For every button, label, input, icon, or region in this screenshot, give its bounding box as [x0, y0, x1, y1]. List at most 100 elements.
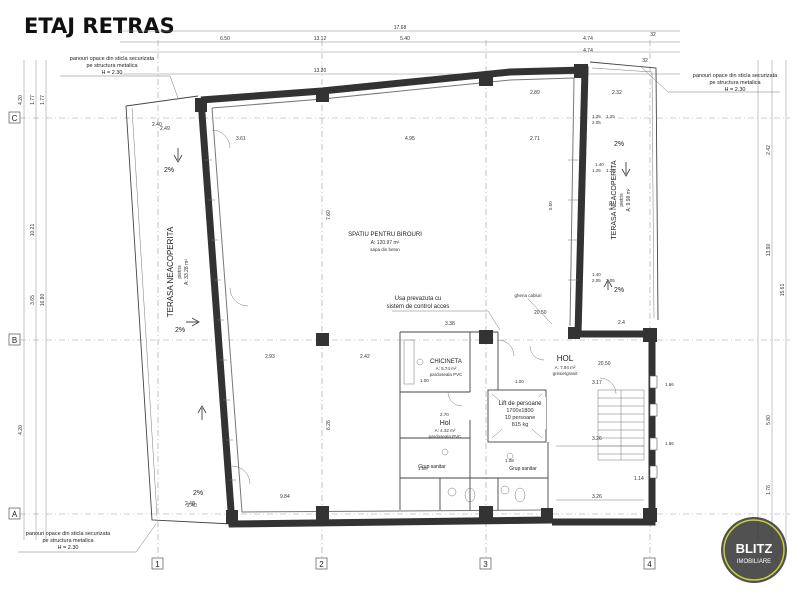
- room-area: A: 33.28 m²: [184, 259, 190, 285]
- dim-text: 1.40: [595, 162, 604, 167]
- dim-text: 1.77: [40, 95, 46, 105]
- dim-text: 32: [650, 32, 656, 38]
- room-finish: pardoseala PVC: [429, 434, 463, 439]
- room-name: SPATIU PENTRU BIROURI: [348, 232, 422, 238]
- dim-text: 1.66: [665, 382, 674, 387]
- room-hall-big: HOL A: 7.94 m² gresie/granit: [553, 354, 579, 376]
- slope-arrow-icon: [173, 148, 183, 163]
- dim-text: 32: [642, 58, 648, 64]
- staircase: [556, 389, 645, 501]
- dimension-texts-side: 4.20 3.65 4.20 16.80 10.21 15.61 2.42 5.…: [18, 95, 786, 507]
- room-name: Hol: [440, 420, 451, 427]
- room-kitchen: CHICINETA A: 5.74 m² pardoseala PVC: [430, 359, 464, 377]
- dim-text: 2.42: [766, 145, 772, 155]
- dim-text: 20.50: [598, 361, 611, 367]
- structural-columns: [195, 64, 657, 524]
- annotation-ghena: ghena cabluri: [514, 293, 553, 325]
- dim-text: 1.25: [592, 168, 601, 173]
- slope-label: 2%: [614, 141, 624, 148]
- room-hall-small: Hol A: 4.32 m² pardoseala PVC: [429, 420, 463, 439]
- dim-text: 2.05: [592, 120, 601, 125]
- room-name: Grup sanitar: [509, 466, 537, 472]
- facade-windows: [205, 159, 578, 481]
- annotation-panel-top-left: panouri opace din sticla securizata pe s…: [60, 56, 179, 99]
- slope-label: 2%: [614, 287, 624, 294]
- annotation-access-control: Usa prevazuta cu sistem de control acces: [387, 296, 501, 331]
- elevator-capacity: 10 persoane: [505, 415, 536, 421]
- dim-text: 2.32: [612, 90, 622, 96]
- slope-arrow-icon: [603, 279, 613, 290]
- axis-row-c: C: [12, 114, 18, 123]
- dim-text: 4.20: [18, 95, 24, 105]
- room-finish: sapa din beton: [370, 247, 400, 252]
- annotation-panel-bottom-left: panouri opace din sticla securizata pe s…: [18, 523, 157, 553]
- dimension-lines: [23, 30, 787, 540]
- dim-text: 3.26: [592, 436, 602, 442]
- sanitary-fixtures: [403, 339, 526, 503]
- dim-text: 3.61: [236, 136, 246, 142]
- dim-text: 2.48: [185, 501, 195, 507]
- room-area: A: 120.97 m²: [371, 240, 400, 246]
- annotation-panel-top-right: panouri opace din sticla securizata pe s…: [639, 65, 780, 93]
- elevator-size: 1700x1800: [506, 408, 533, 414]
- doors: [211, 129, 617, 485]
- dimension-texts-top: 17.68 13.12 13.20 6.50 5.40 4.74 4.74 32…: [220, 25, 656, 74]
- dim-text: 1.00: [515, 379, 524, 384]
- room-office: SPATIU PENTRU BIROURI A: 120.97 m² sapa …: [348, 232, 422, 252]
- plan-title: ETAJ RETRAS: [24, 14, 175, 38]
- dim-text: 6.26: [326, 420, 332, 430]
- dim-text: 2.05: [606, 278, 615, 283]
- dim-text: 3.65: [30, 295, 36, 305]
- terrace-outline: [125, 61, 659, 525]
- elevator-load: 815 kg: [512, 422, 529, 428]
- dim-text: 1.08: [505, 458, 514, 463]
- dim-text: 5.80: [766, 415, 772, 425]
- room-finish: pardoseala PVC: [430, 372, 464, 377]
- room-area: A: 5.74 m²: [436, 366, 457, 371]
- room-name: Lift de persoane: [498, 401, 542, 407]
- dim-text: 1.25: [606, 114, 615, 119]
- inner-dimensions: 3.61 4.95 2.71 2.89 2.32 2.93 2.42 3.38 …: [152, 90, 674, 509]
- dim-text: 3.17: [592, 380, 602, 386]
- axis-row-b: B: [12, 336, 17, 345]
- room-finish: pietris: [619, 193, 625, 207]
- axis-col-1: 1: [155, 560, 160, 569]
- dim-text: 1.08: [418, 466, 427, 471]
- dim-text: 1.14: [634, 476, 644, 482]
- slope-arrow-icon: [621, 162, 631, 177]
- dim-text: 6.50: [220, 36, 230, 42]
- annotation-line: pe structura metalica: [709, 80, 761, 86]
- dim-text: 17.68: [394, 25, 407, 31]
- axis-col-3: 3: [483, 560, 488, 569]
- axis-row-a: A: [12, 510, 18, 519]
- slope-label: 2%: [193, 490, 203, 497]
- dim-text: 1.77: [30, 95, 36, 105]
- dim-text: 3.38: [445, 321, 455, 327]
- dim-text: 2.40: [152, 122, 162, 128]
- room-finish: gresie/granit: [553, 371, 579, 376]
- axis-col-4: 4: [647, 560, 652, 569]
- logo-sub: IMOBILIARE: [737, 559, 771, 565]
- dim-text: 6.30: [608, 201, 613, 210]
- annotation-line: sistem de control acces: [387, 304, 450, 310]
- blitz-logo: BLITZ IMOBILIARE: [721, 517, 787, 583]
- room-name: HOL: [557, 354, 574, 363]
- dim-text: 2.49: [160, 126, 170, 132]
- dim-text: 2.93: [265, 354, 275, 360]
- dim-text: 1.00: [420, 378, 429, 383]
- dim-text: 1.25: [606, 168, 615, 173]
- dim-text: 9.84: [280, 494, 290, 500]
- room-finish: pietris: [177, 265, 183, 279]
- room-elevator: Lift de persoane 1700x1800 10 persoane 8…: [498, 397, 546, 429]
- room-name: TERASA NEACOPERITA: [611, 160, 618, 240]
- annotation-text: ghena cabluri: [514, 293, 541, 298]
- dim-text: 1.76: [766, 485, 772, 495]
- dim-text: 5.40: [400, 36, 410, 42]
- dim-text: 10.21: [30, 224, 36, 237]
- dim-text: 2.05: [592, 278, 601, 283]
- room-area: A: 9.98 m²: [626, 188, 632, 211]
- annotation-line: H = 2.30: [58, 545, 79, 551]
- annotation-line: panouri opace din sticla securizata: [70, 56, 155, 62]
- dim-text: 4.20: [18, 425, 24, 435]
